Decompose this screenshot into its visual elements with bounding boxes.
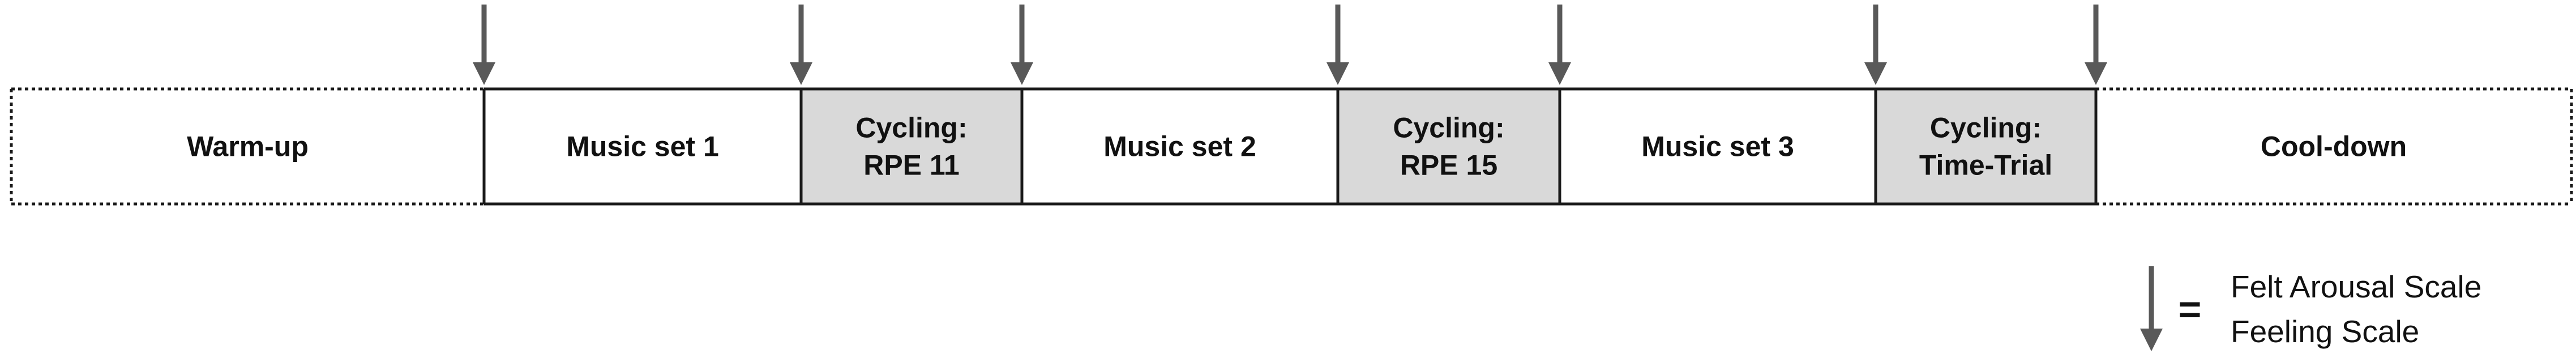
segment-box-2 (484, 89, 801, 204)
measurement-arrows (473, 5, 2107, 85)
segment-box-7 (1876, 89, 2096, 204)
segment-box-6 (1560, 89, 1876, 204)
segment-label-6: Music set 3 (1641, 131, 1794, 163)
segment-box-8 (2096, 89, 2571, 204)
segment-box-3 (801, 89, 1022, 204)
down-arrow-icon (2140, 266, 2163, 351)
segment-label-5-line-2: RPE 15 (1400, 150, 1497, 181)
legend-feeling-scale: Feeling Scale (2231, 314, 2419, 349)
down-arrow-icon (1011, 5, 1033, 85)
segment-label-3-line-2: RPE 11 (863, 150, 960, 181)
segment-label-7-line-2: Time-Trial (1919, 150, 2052, 181)
down-arrow-icon (2085, 5, 2107, 85)
segment-label-2: Music set 1 (566, 131, 719, 163)
down-arrow-icon (790, 5, 812, 85)
down-arrow-icon (1864, 5, 1887, 85)
segment-box-5 (1338, 89, 1560, 204)
down-arrow-icon (473, 5, 495, 85)
segment-box-4 (1022, 89, 1338, 204)
segment-label-7-line-1: Cycling: (1930, 112, 2042, 144)
protocol-timeline: Warm-up Music set 1 Cycling: RPE 11 Music se… (10, 87, 2573, 206)
legend: = Felt Arousal Scale Feeling Scale (2140, 266, 2481, 351)
segment-box-1 (11, 89, 484, 204)
down-arrow-icon (1326, 5, 1349, 85)
segment-label-1: Warm-up (187, 131, 309, 163)
segment-label-8: Cool-down (2261, 131, 2407, 163)
legend-equals: = (2179, 287, 2202, 331)
segment-label-5-line-1: Cycling: (1393, 112, 1504, 144)
segment-label-4: Music set 2 (1103, 131, 1256, 163)
down-arrow-icon (1548, 5, 1571, 85)
segment-label-3-line-1: Cycling: (855, 112, 967, 144)
legend-felt-arousal-scale: Felt Arousal Scale (2231, 269, 2481, 304)
